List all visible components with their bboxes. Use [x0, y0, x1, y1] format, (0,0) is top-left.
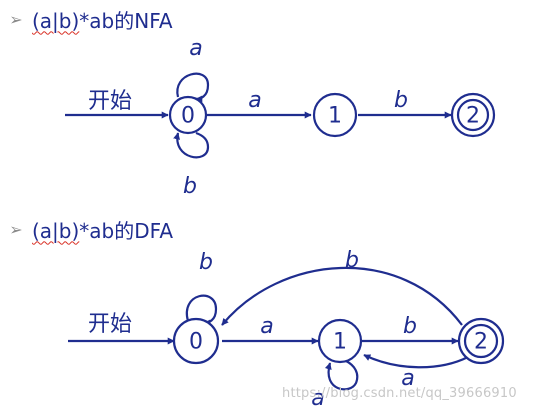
dfa-edge-2-0	[221, 266, 463, 326]
dfa-title-suffix: *ab的DFA	[79, 218, 173, 243]
dfa-diagram: 开始 b b a b a a 0 1 2	[68, 248, 505, 411]
dfa-loop-1	[324, 360, 359, 391]
dfa-state-2-accepting: 2	[457, 317, 505, 365]
watermark-text: https://blog.csdn.net/qq_39666910	[282, 386, 517, 401]
nfa-edge-0-1-label: a	[248, 88, 261, 113]
dfa-title: (a|b)*ab的DFA	[32, 215, 173, 244]
nfa-loop-top-label: a	[189, 36, 202, 61]
dfa-heading: ➢ (a|b)*ab的DFA	[8, 215, 173, 243]
nfa-loop-bottom-0	[173, 131, 210, 159]
nfa-state-2-accepting: 2	[450, 92, 496, 138]
bullet-arrow-icon: ➢	[9, 9, 23, 29]
bullet-arrow-icon: ➢	[9, 219, 23, 239]
nfa-state-2-label: 2	[466, 104, 480, 129]
nfa-title: (a|b)*ab的NFA	[32, 5, 173, 34]
nfa-diagram: 开始 a b a b 0 1 2	[65, 36, 496, 199]
nfa-title-regex: (a|b)	[32, 8, 80, 33]
nfa-loop-bottom-label: b	[183, 174, 197, 199]
nfa-start-label: 开始	[88, 89, 132, 114]
dfa-state-0-label: 0	[189, 330, 203, 355]
nfa-title-suffix: *ab的NFA	[79, 8, 173, 33]
dfa-title-regex: (a|b)	[32, 218, 80, 243]
dfa-state-1: 1	[317, 318, 363, 364]
nfa-state-1: 1	[312, 92, 358, 138]
dfa-start-label: 开始	[88, 312, 132, 337]
dfa-loop-1-label: a	[311, 386, 324, 411]
dfa-state-0: 0	[172, 317, 220, 365]
nfa-edge-1-2-label: b	[394, 88, 408, 113]
nfa-loop-top-0	[176, 72, 210, 103]
nfa-state-0-label: 0	[181, 104, 195, 129]
dfa-edge-2-1	[363, 354, 469, 369]
nfa-heading: ➢ (a|b)*ab的NFA	[8, 5, 173, 34]
dfa-edge-1-2-label: b	[403, 314, 417, 339]
dfa-state-2-label: 2	[474, 330, 488, 355]
dfa-state-1-label: 1	[333, 330, 347, 355]
dfa-edge-2-0-label: b	[345, 248, 359, 273]
nfa-state-0: 0	[168, 95, 208, 135]
dfa-edge-0-1-label: a	[260, 314, 273, 339]
nfa-state-1-label: 1	[328, 104, 342, 129]
dfa-edge-2-1-label: a	[401, 366, 414, 391]
dfa-loop-0-label: b	[199, 250, 213, 275]
